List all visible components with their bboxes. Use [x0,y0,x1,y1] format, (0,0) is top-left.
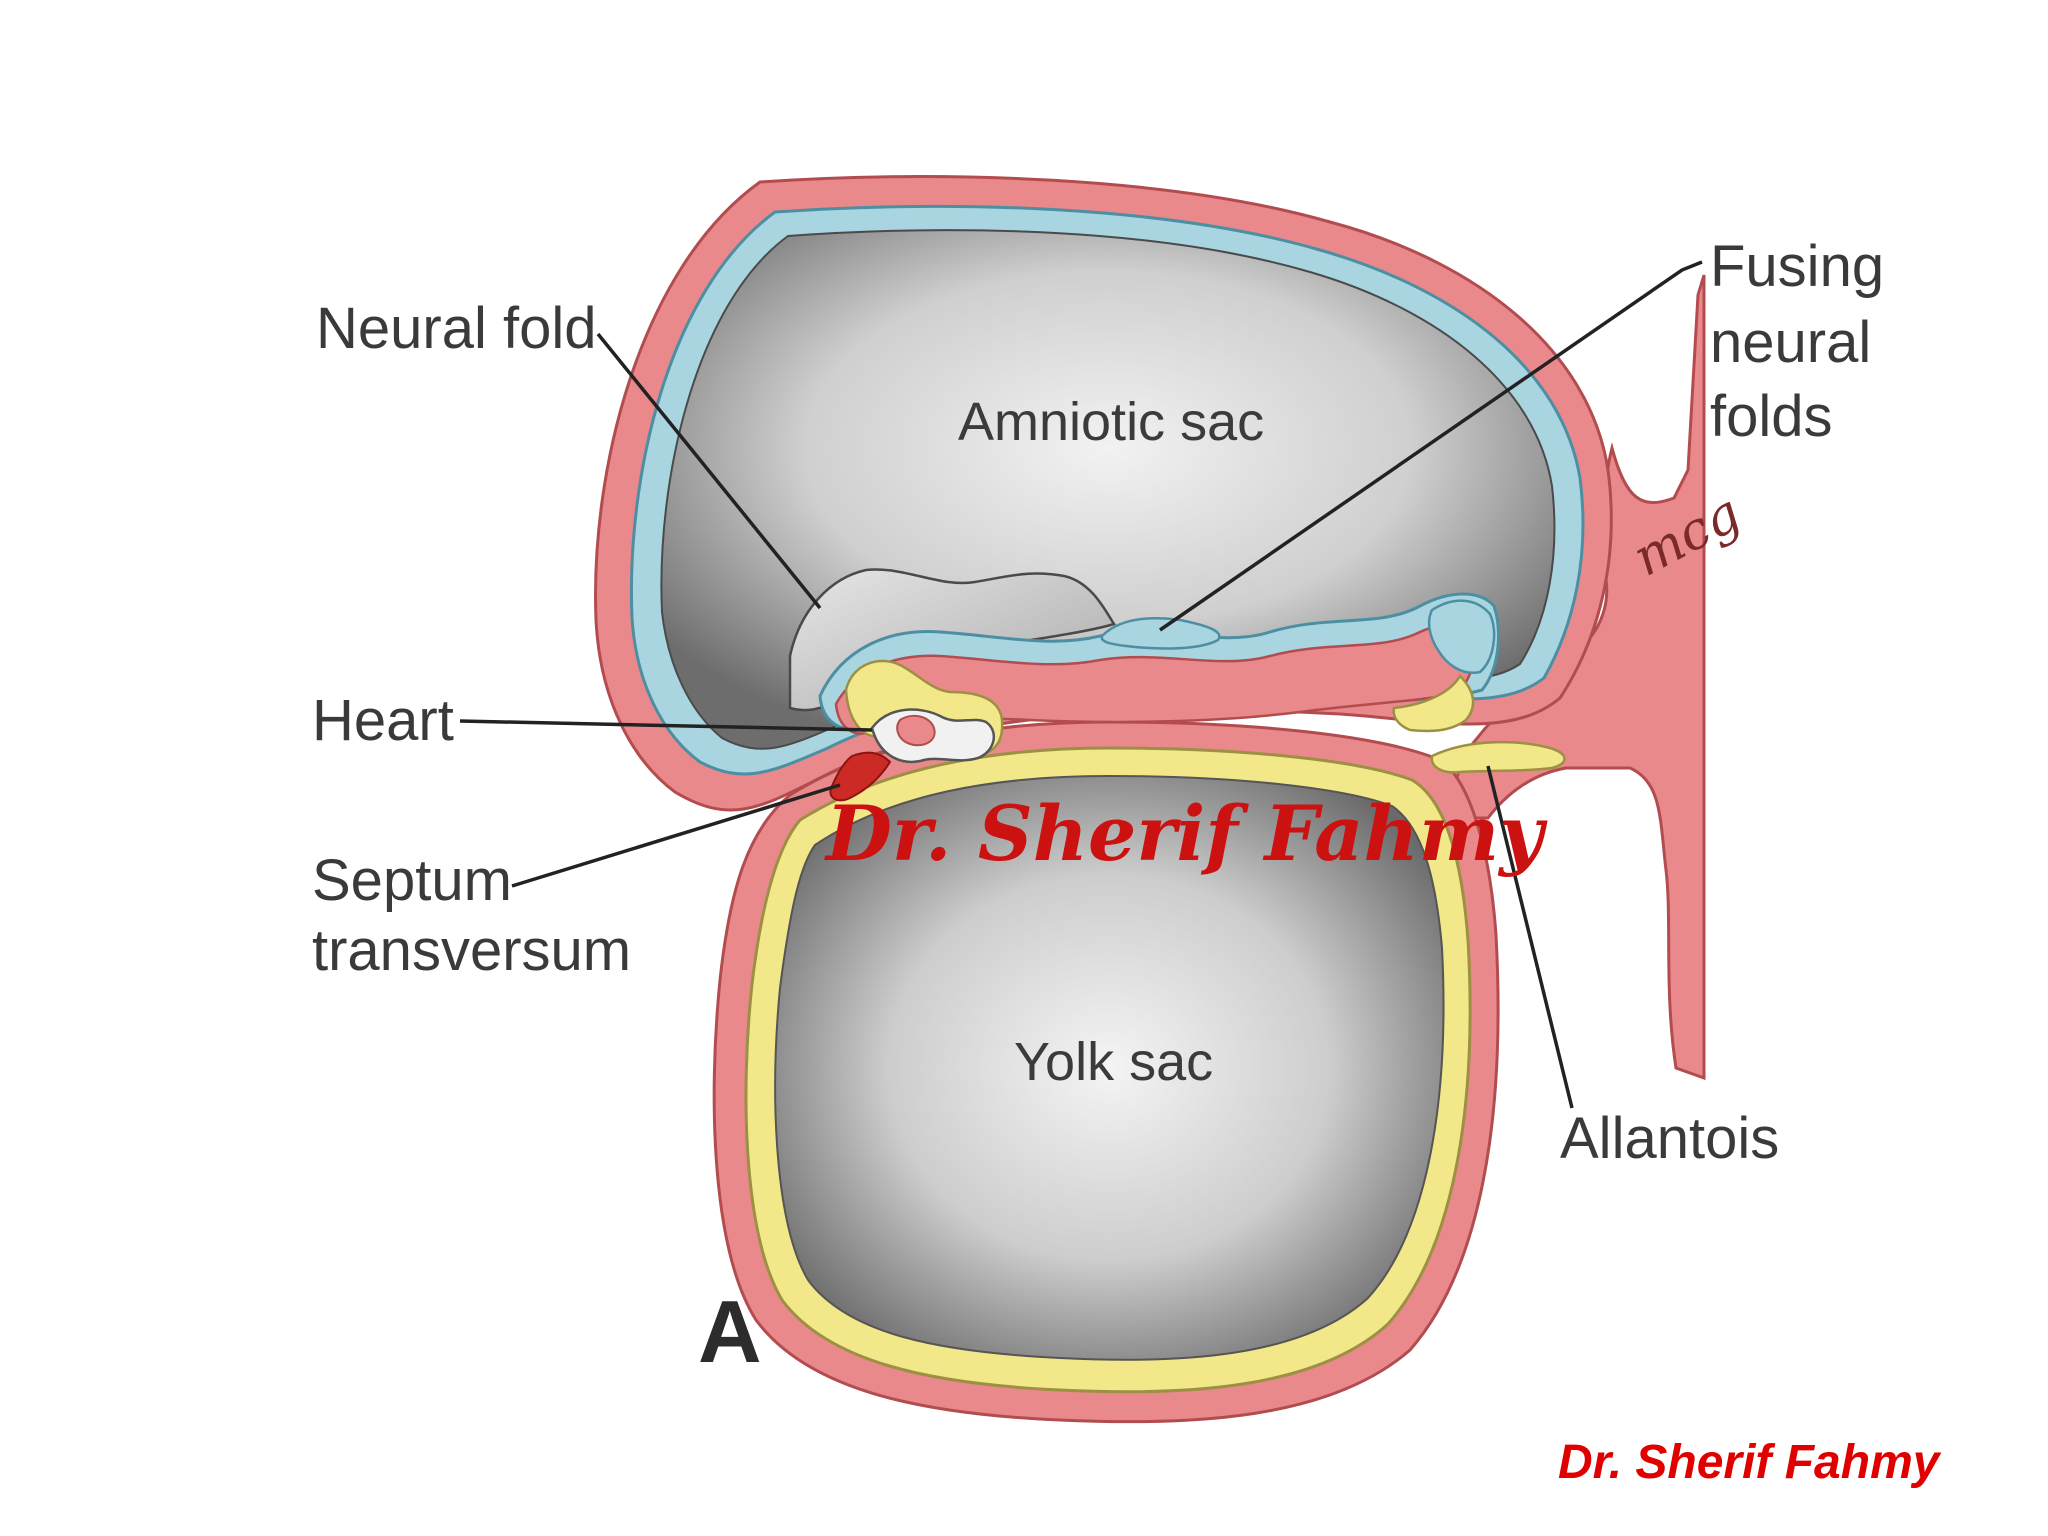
caudal-neural-fold [1427,599,1496,675]
fusing-label-line-3: folds [1710,384,1833,449]
allantois-shape [1430,740,1566,774]
panel-letter: A [698,1282,762,1381]
fusing-label-line-1: Fusing [1710,234,1884,299]
allantois-leader [1486,765,1574,1109]
neural-fold-leader [596,332,822,610]
yolk-sac-label: Yolk sac [1014,1032,1213,1092]
fusing-neural-folds-shape [1100,617,1221,650]
septum-transversum-leader [511,783,841,888]
heart-label: Heart [312,688,454,753]
allantois-label: Allantois [1560,1106,1779,1171]
neural-fold-label: Neural fold [316,296,596,361]
credit-text: Dr. Sherif Fahmy [1558,1436,1942,1489]
heart-mesoderm [896,714,936,747]
septum-transversum-shape [829,751,892,802]
yolk-sac-cavity [774,774,1445,1361]
septum-label-line-2: transversum [312,918,631,983]
connecting-stalk [1452,274,1706,1081]
fusing-neural-folds-leader [1159,260,1703,632]
watermark-text: Dr. Sherif Fahmy [824,789,1548,878]
amniotic-sac-label: Amniotic sac [958,392,1264,452]
septum-label-line-1: Septum [312,848,512,913]
heart-leader [459,719,873,732]
fusing-label-line-2: neural [1710,310,1871,375]
